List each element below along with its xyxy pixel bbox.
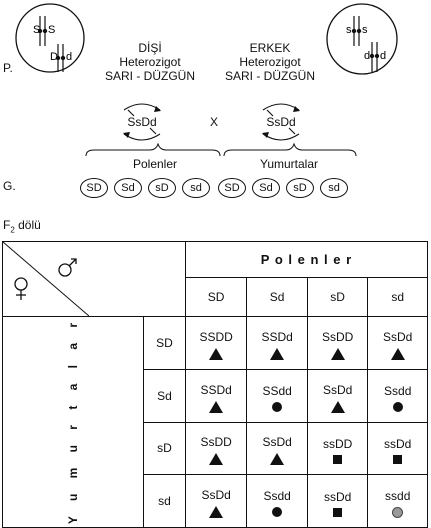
genotype-cell: ssDd (367, 421, 428, 476)
genotype-cell: SSDD (184, 316, 248, 370)
genotype-cell: SsDD (306, 316, 369, 370)
phenotype-triangle-icon (270, 347, 285, 360)
chrom-label: S (33, 24, 40, 36)
phenotype-triangle-icon (330, 400, 345, 413)
genotype-cell: SsDd (367, 316, 428, 370)
column-header: SD (184, 277, 248, 317)
egg-gamete: SD (218, 178, 246, 198)
genotype-cell: SSDd (246, 316, 308, 370)
genotype-cell: SSdd (246, 368, 308, 423)
genotype-cell: Ssdd (246, 474, 308, 528)
cross-sign: X (209, 115, 218, 129)
pollen-gamete: sd (182, 178, 210, 198)
egg-gamete: sD (286, 178, 314, 198)
pollen-gamete: SD (80, 178, 108, 198)
corner-diagonal (3, 242, 89, 316)
column-header: Sd (246, 277, 308, 317)
phenotype-grey-dot-icon (392, 506, 404, 518)
row-header: sd (143, 474, 186, 528)
genotype-cell: ssdd (367, 474, 428, 528)
genotype-cell: SsDd (246, 421, 308, 476)
pollen-column-header: P o l e n l e r (184, 240, 429, 279)
phenotype-square-icon (393, 454, 403, 464)
row-header: SD (143, 316, 186, 370)
f2-label: F2 dölü (3, 218, 41, 235)
chrom-label: D (50, 51, 58, 63)
table-row: Y u m u r t a l a r SD SSDD SSDd SsDD Ss… (2, 315, 428, 528)
punnett-square: P o l e n l e r SD Sd sD sd Y u m u r t … (2, 240, 429, 528)
row-header: sD (143, 421, 186, 476)
egg-label: Yumurtalar (259, 157, 319, 171)
egg-gamete: sd (320, 178, 348, 198)
svg-text:s: s (362, 24, 368, 36)
phenotype-dot-icon (392, 401, 403, 412)
svg-text:s: s (346, 24, 352, 36)
phenotype-triangle-icon (330, 347, 345, 360)
genotype-cell: Ssdd (367, 368, 428, 423)
female-meiosis-arrows-icon (123, 103, 161, 141)
male-symbol-icon (58, 258, 77, 277)
male-title: ERKEK (249, 41, 291, 55)
phenotype-triangle-icon (209, 453, 224, 466)
male-zygosity: Heterozigot (239, 55, 301, 69)
female-phenotype: SARI - DÜZGÜN (105, 69, 195, 83)
svg-text:d: d (364, 50, 370, 62)
p-generation-label: P. (3, 61, 13, 75)
genotype-cell: SsDd (184, 474, 248, 528)
female-cell-diagram: S S D d (15, 3, 85, 73)
phenotype-triangle-icon (270, 453, 285, 466)
phenotype-dot-icon (272, 507, 283, 518)
phenotype-triangle-icon (390, 347, 405, 360)
column-header: sd (367, 277, 428, 317)
svg-text:d: d (380, 50, 386, 62)
table-row: sD SsDD SsDd ssDD ssDd (3, 421, 428, 476)
female-title: DİŞİ (138, 41, 162, 55)
phenotype-triangle-icon (209, 506, 224, 519)
female-genotype: SsDd (127, 115, 157, 129)
table-row: Sd SSDd SSdd SsDd Ssdd (3, 368, 428, 423)
genotype-cell: SsDd (306, 368, 369, 423)
egg-gamete: Sd (252, 178, 280, 198)
male-meiosis-arrows-icon (262, 103, 300, 141)
phenotype-square-icon (333, 507, 343, 517)
egg-row-header: Y u m u r t a l a r (2, 315, 144, 528)
row-header: Sd (143, 368, 186, 423)
genotype-cell: ssDD (306, 421, 369, 476)
female-symbol-icon (14, 277, 28, 300)
chrom-label: d (66, 51, 72, 63)
gamete-braces (85, 142, 357, 157)
female-zygosity: Heterozigot (119, 55, 181, 69)
pollen-gamete: Sd (114, 178, 142, 198)
column-header: sD (306, 277, 369, 317)
male-cell-diagram: s s d d (326, 3, 398, 75)
g-generation-label: G. (3, 179, 16, 193)
genotype-cell: SSDd (184, 368, 248, 423)
genotype-cell: ssDd (306, 474, 369, 528)
phenotype-triangle-icon (209, 400, 224, 413)
pollen-label: Polenler (132, 157, 178, 171)
male-phenotype: SARI - DÜZGÜN (225, 69, 315, 83)
phenotype-dot-icon (272, 401, 283, 412)
male-genotype: SsDd (266, 115, 296, 129)
genotype-cell: SsDD (184, 421, 248, 476)
corner-cell (2, 241, 186, 317)
pollen-gamete: sD (148, 178, 176, 198)
chrom-label: S (48, 24, 55, 36)
phenotype-triangle-icon (209, 347, 224, 360)
phenotype-square-icon (333, 454, 343, 464)
